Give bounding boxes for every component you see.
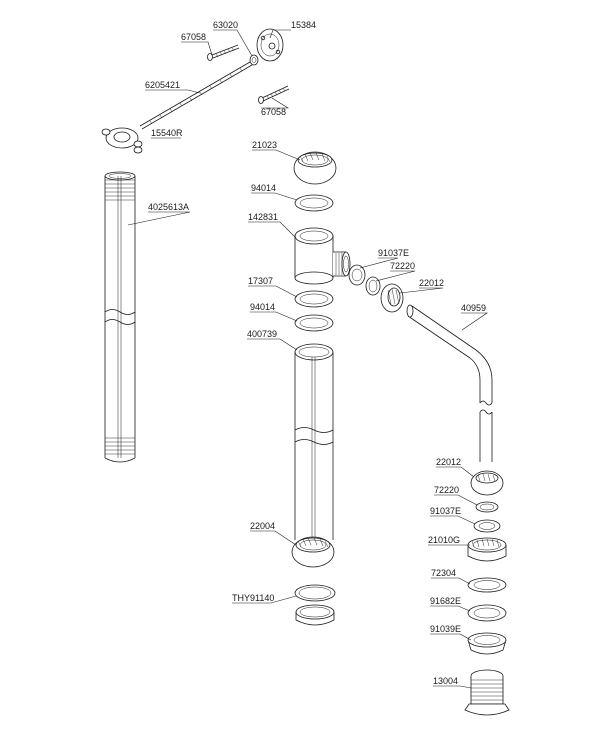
screw-67058-top — [207, 44, 240, 61]
label-94014-top: 94014 — [251, 183, 276, 193]
label-91037E-top: 91037E — [378, 248, 409, 258]
label-40959: 40959 — [461, 303, 486, 313]
tee-142831 — [294, 227, 351, 285]
washer-91682E — [467, 604, 507, 622]
washer-72220-bottom — [475, 501, 499, 513]
label-91682E: 91682E — [430, 596, 461, 606]
pipe-clamp-15540R — [101, 127, 143, 154]
label-67058-bottom: 67058 — [261, 107, 286, 117]
label-17307: 17307 — [248, 276, 273, 286]
label-91039E: 91039E — [430, 624, 461, 634]
label-15384: 15384 — [291, 20, 316, 30]
nut-21023 — [293, 151, 337, 185]
label-94014-bottom: 94014 — [250, 302, 275, 312]
label-63020: 63020 — [213, 20, 238, 30]
pipe-4025613A — [104, 171, 136, 463]
pipe-400739 — [294, 343, 334, 540]
nut-63020 — [249, 54, 259, 66]
nut-22012-top — [380, 283, 404, 313]
label-4025613A: 4025613A — [148, 202, 189, 212]
threaded-connector-13004 — [464, 669, 510, 716]
label-THY91140: THY91140 — [232, 593, 274, 603]
wall-flange-15384 — [256, 28, 284, 62]
washer-17307 — [294, 290, 334, 308]
washer-72304 — [467, 577, 507, 593]
label-142831: 142831 — [248, 212, 278, 222]
label-72220-bottom: 72220 — [434, 485, 459, 495]
washer-72220-top — [365, 276, 381, 296]
label-22004: 22004 — [250, 521, 275, 531]
label-22012-bottom: 22012 — [436, 457, 461, 467]
cone-washer-91039E — [467, 632, 507, 655]
part-labels: 15384 63020 67058 6205421 67058 15540R 4… — [145, 20, 486, 686]
leader-lines — [127, 29, 488, 689]
label-13004: 13004 — [433, 676, 458, 686]
seal-THY91140 — [294, 584, 336, 626]
label-91037E-bottom: 91037E — [430, 506, 461, 516]
washer-94014-bottom — [294, 314, 334, 332]
label-21023: 21023 — [252, 140, 277, 150]
washer-91037E-bottom — [473, 519, 501, 533]
label-400739: 400739 — [247, 329, 277, 339]
nut-21010G — [467, 537, 507, 562]
label-72220-top: 72220 — [390, 261, 415, 271]
label-15540R: 15540R — [151, 128, 183, 138]
label-22012-top: 22012 — [419, 278, 444, 288]
label-67058-top: 67058 — [181, 32, 206, 42]
washer-94014-top — [294, 194, 334, 212]
nut-22012-bottom — [470, 470, 504, 496]
screw-67058-bottom — [258, 85, 290, 104]
label-72304: 72304 — [431, 568, 456, 578]
nut-22004 — [291, 536, 335, 568]
washer-91037E-top — [348, 264, 366, 286]
label-6205421: 6205421 — [145, 80, 180, 90]
label-21010G: 21010G — [428, 535, 460, 545]
threaded-rod-6205421 — [139, 61, 253, 130]
bent-pipe-40959 — [406, 304, 493, 462]
